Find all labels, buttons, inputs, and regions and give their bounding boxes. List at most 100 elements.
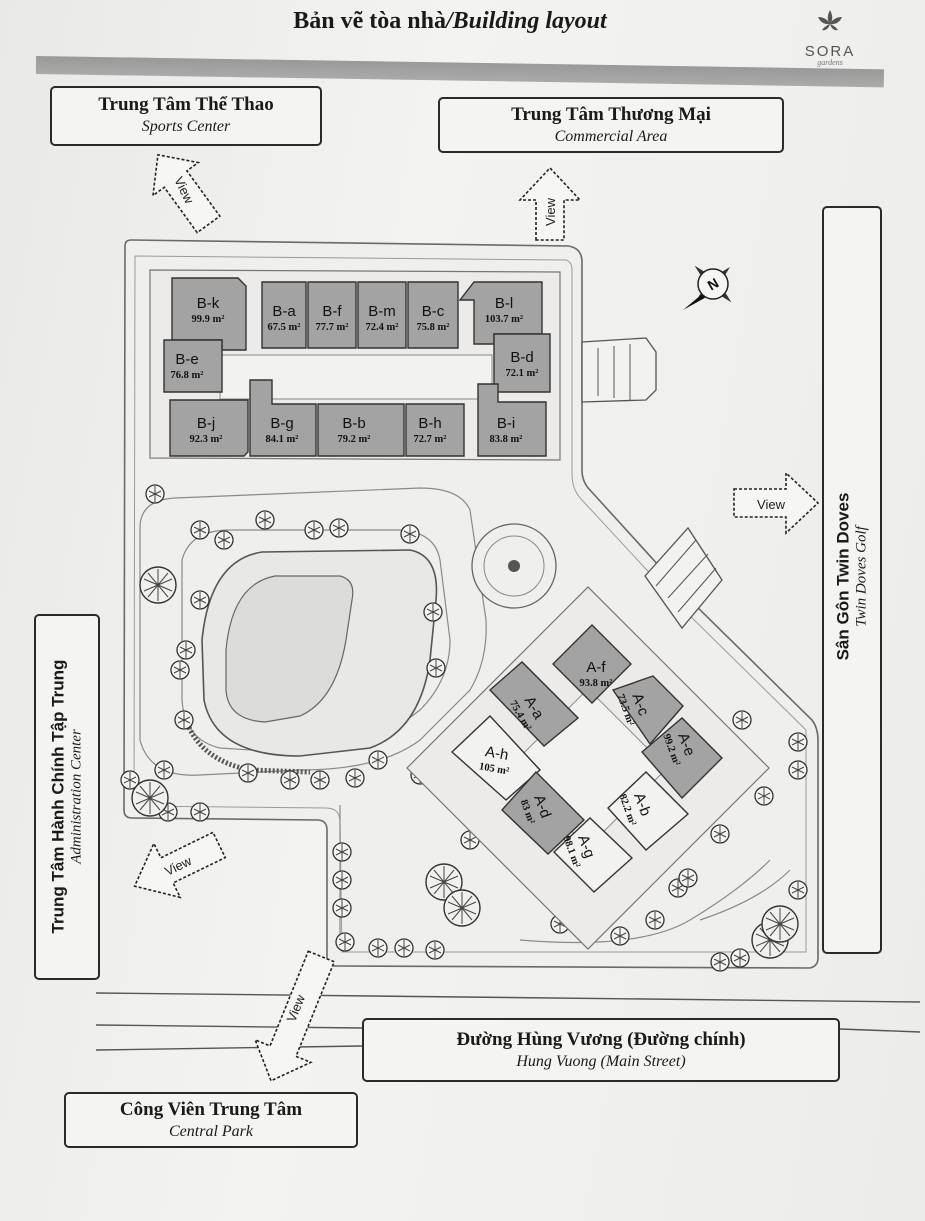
sports-center-en: Sports Center	[141, 118, 231, 135]
unit-area: 77.7 m²	[316, 322, 349, 333]
street-en: Hung Vuong (Main Street)	[516, 1053, 686, 1070]
unit-area: 67.5 m²	[268, 322, 301, 333]
unit-label-group: B-c 75.8 m²	[417, 303, 450, 333]
unit-name: A-c	[628, 691, 652, 718]
view-label-commercial: View	[543, 197, 558, 226]
unit-a-a	[488, 661, 580, 747]
unit-label-group: B-h 72.7 m²	[414, 415, 447, 445]
unit-area: 99.9 m²	[192, 314, 225, 325]
unit-area: 93.8 m²	[580, 678, 613, 689]
unit-name: B-c	[422, 303, 445, 320]
unit-name: B-j	[197, 415, 215, 432]
unit-name: B-m	[368, 303, 396, 320]
unit-b-d	[493, 333, 551, 393]
unit-name: B-k	[197, 295, 220, 312]
unit-b-e	[163, 339, 223, 393]
unit-area: 92.3 m²	[190, 434, 223, 445]
unit-label-group: B-k 99.9 m²	[192, 295, 225, 325]
pool	[183, 549, 438, 775]
view-arrow-golf	[733, 471, 820, 535]
admin-center-box	[34, 614, 100, 980]
commercial-area-vi: Trung Tâm Thương Mại	[511, 104, 711, 125]
unit-name: B-a	[272, 303, 296, 320]
commercial-area-box: Trung Tâm Thương Mại Commercial Area	[438, 97, 784, 153]
sora-logo: SORA gardens	[790, 8, 870, 67]
unit-name: A-f	[586, 659, 606, 676]
unit-b-m	[357, 281, 407, 349]
unit-b-c	[407, 281, 459, 349]
unit-label-group: A-f 93.8 m²	[580, 659, 613, 689]
unit-label-group: B-a 67.5 m²	[268, 303, 301, 333]
unit-name: B-b	[342, 415, 365, 432]
unit-name: B-h	[418, 415, 441, 432]
roads	[95, 992, 921, 1051]
unit-area: 105 m²	[478, 761, 510, 777]
unit-name: B-f	[322, 303, 342, 320]
view-arrows	[133, 153, 820, 1082]
central-park-en: Central Park	[169, 1123, 253, 1140]
unit-label-group: B-b79.2 m²	[338, 415, 371, 445]
view-arrow-admin	[133, 831, 227, 899]
commercial-area-en: Commercial Area	[554, 128, 668, 145]
unit-area: 83.8 m²	[490, 434, 523, 445]
golf-box	[822, 206, 882, 954]
unit-b-i	[477, 383, 547, 457]
unit-label-group: B-i 83.8 m²	[490, 415, 523, 445]
unit-b-b	[317, 403, 405, 457]
unit-name: A-h	[484, 743, 510, 764]
unit-b-f	[307, 281, 357, 349]
unit-area: 72.1 m²	[506, 368, 539, 379]
unit-area: 84.1 m²	[266, 434, 299, 445]
unit-b-h	[405, 403, 465, 457]
ramps	[581, 337, 723, 630]
lotus-flower-icon	[818, 10, 842, 31]
unit-label-group: B-j 92.3 m²	[190, 415, 223, 445]
unit-a-f	[552, 624, 632, 704]
street-box: Đường Hùng Vương (Đường chính) Hung Vuon…	[362, 1018, 840, 1082]
unit-name: A-b	[630, 791, 654, 819]
unit-a-e	[641, 717, 723, 800]
street-vi: Đường Hùng Vương (Đường chính)	[456, 1029, 746, 1050]
unit-label-group: B-e76.8 m²	[171, 351, 204, 381]
unit-name: B-l	[495, 295, 513, 312]
unit-label-group: B-g 84.1 m²	[266, 415, 299, 445]
unit-a-b	[607, 771, 690, 851]
logo-sub: gardens	[817, 58, 843, 67]
unit-a-d	[501, 770, 586, 855]
unit-b-a	[261, 281, 307, 349]
view-arrow-commercial	[518, 166, 582, 241]
unit-area: 75.8 m²	[417, 322, 450, 333]
unit-name: A-e	[674, 731, 698, 759]
unit-name: B-g	[270, 415, 293, 432]
unit-area: 103.7 m²	[485, 314, 523, 325]
view-arrow-street	[253, 950, 336, 1082]
tower-a-units: A-f93.8 m²A-c73.5 m²A-a75.4 m²A-e99.2 m²…	[450, 624, 723, 893]
unit-label-group: B-m 72.4 m²	[366, 303, 399, 333]
unit-b-g	[249, 379, 317, 457]
sports-center-vi: Trung Tâm Thể Thao	[98, 94, 274, 115]
compass-icon: N	[683, 265, 732, 310]
tower-b-units: B-k 99.9 m² B-a 67.5 m² B-f 77.7 m² B-m 72.4 m²…	[163, 277, 551, 457]
view-arrow-sports	[151, 153, 221, 234]
sports-center-box: Trung Tâm Thể Thao Sports Center	[50, 86, 322, 146]
view-label-golf: View	[757, 497, 786, 512]
unit-label-group: B-d 72.1 m²	[506, 349, 539, 379]
unit-a-c	[611, 675, 684, 746]
unit-a-g	[552, 817, 634, 893]
unit-name: A-g	[574, 833, 598, 861]
central-park-box: Công Viên Trung Tâm Central Park	[64, 1092, 358, 1148]
unit-a-h	[450, 715, 542, 801]
central-park-vi: Công Viên Trung Tâm	[119, 1099, 303, 1120]
unit-label-group: B-f 77.7 m²	[316, 303, 349, 333]
unit-name: B-e	[175, 351, 198, 368]
unit-b-j	[169, 399, 249, 457]
site-inner-boundary	[133, 255, 807, 953]
unit-area: 72.4 m²	[366, 322, 399, 333]
unit-name: B-i	[497, 415, 515, 432]
round-plaza	[471, 523, 557, 609]
unit-name: B-d	[510, 349, 533, 366]
unit-area: 72.7 m²	[414, 434, 447, 445]
logo-name: SORA	[804, 43, 856, 60]
